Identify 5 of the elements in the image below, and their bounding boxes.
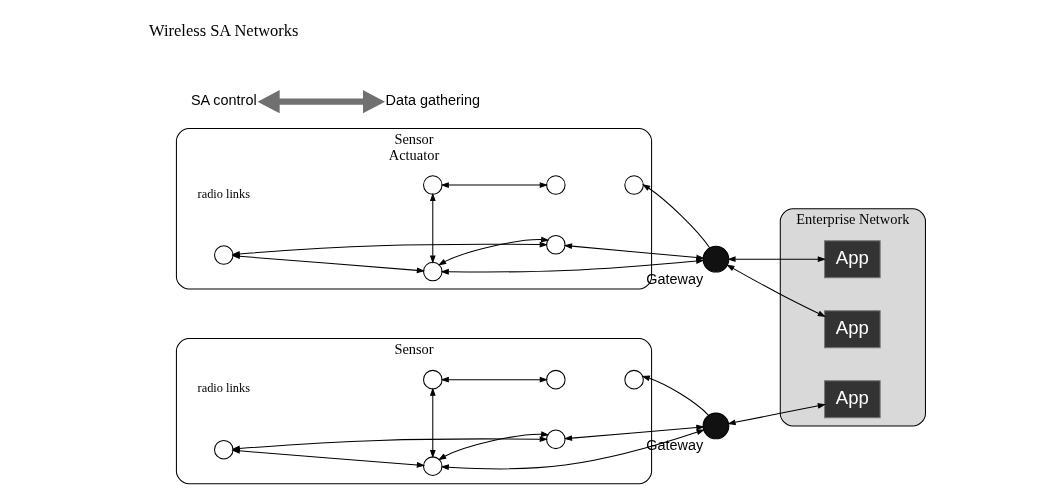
label: radio links bbox=[197, 380, 251, 395]
node-text: SA control bbox=[190, 91, 257, 108]
node-text: Data gathering bbox=[385, 91, 481, 108]
label: radio links bbox=[197, 186, 251, 201]
label: Wireless SA Networks bbox=[149, 20, 299, 40]
